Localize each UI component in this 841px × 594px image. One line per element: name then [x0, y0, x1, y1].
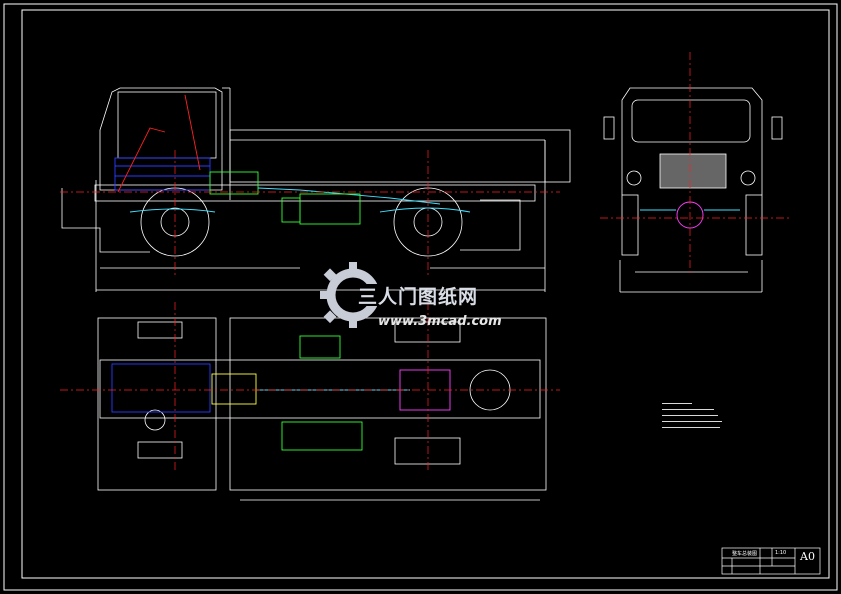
top-view [97, 317, 547, 501]
front-wheel-left [621, 194, 639, 256]
watermark-brand: 三人门图纸网 [358, 286, 479, 308]
gearbox-side [209, 171, 259, 195]
cargo-bed [229, 129, 571, 183]
cab-door [117, 91, 217, 159]
drawing-name: 整车总装图 [732, 551, 758, 557]
sheet-size: A0 [800, 550, 815, 563]
leaf-spring-rear [379, 207, 471, 213]
mirror-left [603, 116, 615, 140]
cab-outline [99, 87, 223, 191]
title-block [721, 547, 821, 575]
outer-border [3, 3, 838, 591]
engine-top [111, 363, 211, 413]
grille [659, 153, 727, 189]
technical-notes [662, 403, 722, 433]
side-view-components [114, 94, 471, 225]
drawing-scale: 1:10 [775, 550, 787, 556]
steering-wheel-top [144, 409, 166, 431]
inner-border [21, 9, 830, 579]
chassis-top [99, 359, 541, 419]
chassis-frame [94, 184, 536, 202]
driveshaft-side [257, 187, 441, 205]
gearbox-top [211, 373, 257, 405]
steering-column [117, 127, 166, 193]
cargo-top [229, 317, 547, 491]
top-front-wheel-right [137, 441, 183, 459]
fuel-tank-top [281, 421, 363, 451]
leaf-spring-front [129, 208, 216, 213]
top-rear-wheel-left [394, 321, 461, 343]
top-rear-wheel-right [394, 437, 461, 465]
watermark-url: www.3mcad.com [378, 314, 502, 329]
mirror-right [771, 116, 783, 140]
top-view-components [111, 335, 451, 451]
front-view [603, 87, 783, 293]
cab-front-outline [621, 87, 763, 195]
windshield [631, 99, 751, 143]
side-view [61, 87, 571, 292]
gear-icon [320, 262, 388, 328]
front-wheel-right [745, 194, 763, 256]
cab-top [97, 317, 217, 491]
watermark-logo: 三人门图纸网 www.3mcad.com [318, 258, 528, 336]
top-front-wheel-left [137, 321, 183, 339]
center-lines [60, 52, 790, 470]
